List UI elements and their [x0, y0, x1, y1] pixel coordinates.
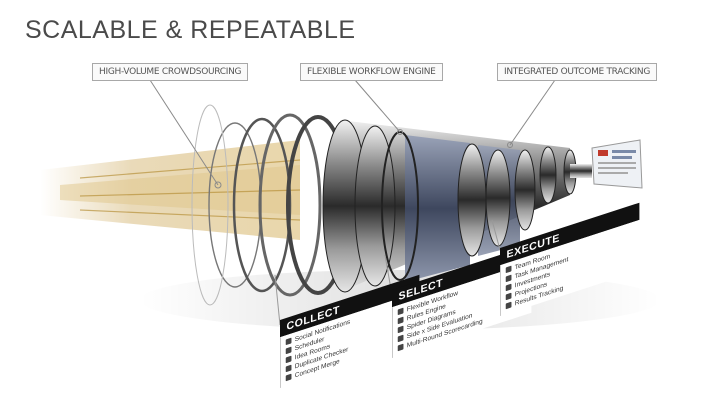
slide-title: SCALABLE & REPEATABLE — [25, 16, 356, 44]
outer-rings — [191, 104, 350, 306]
callout-tracking: INTEGRATED OUTCOME TRACKING — [497, 63, 658, 81]
output-screen — [591, 139, 643, 189]
scorecard-icon — [397, 343, 404, 352]
callout-crowdsourcing: HIGH-VOLUME CROWDSOURCING — [92, 63, 249, 81]
callout-workflow: FLEXIBLE WORKFLOW ENGINE — [300, 63, 443, 81]
merge-icon — [285, 373, 292, 382]
results-tracking-icon — [505, 301, 512, 310]
cylinder-body — [322, 119, 592, 293]
callout-leaders — [149, 79, 556, 189]
